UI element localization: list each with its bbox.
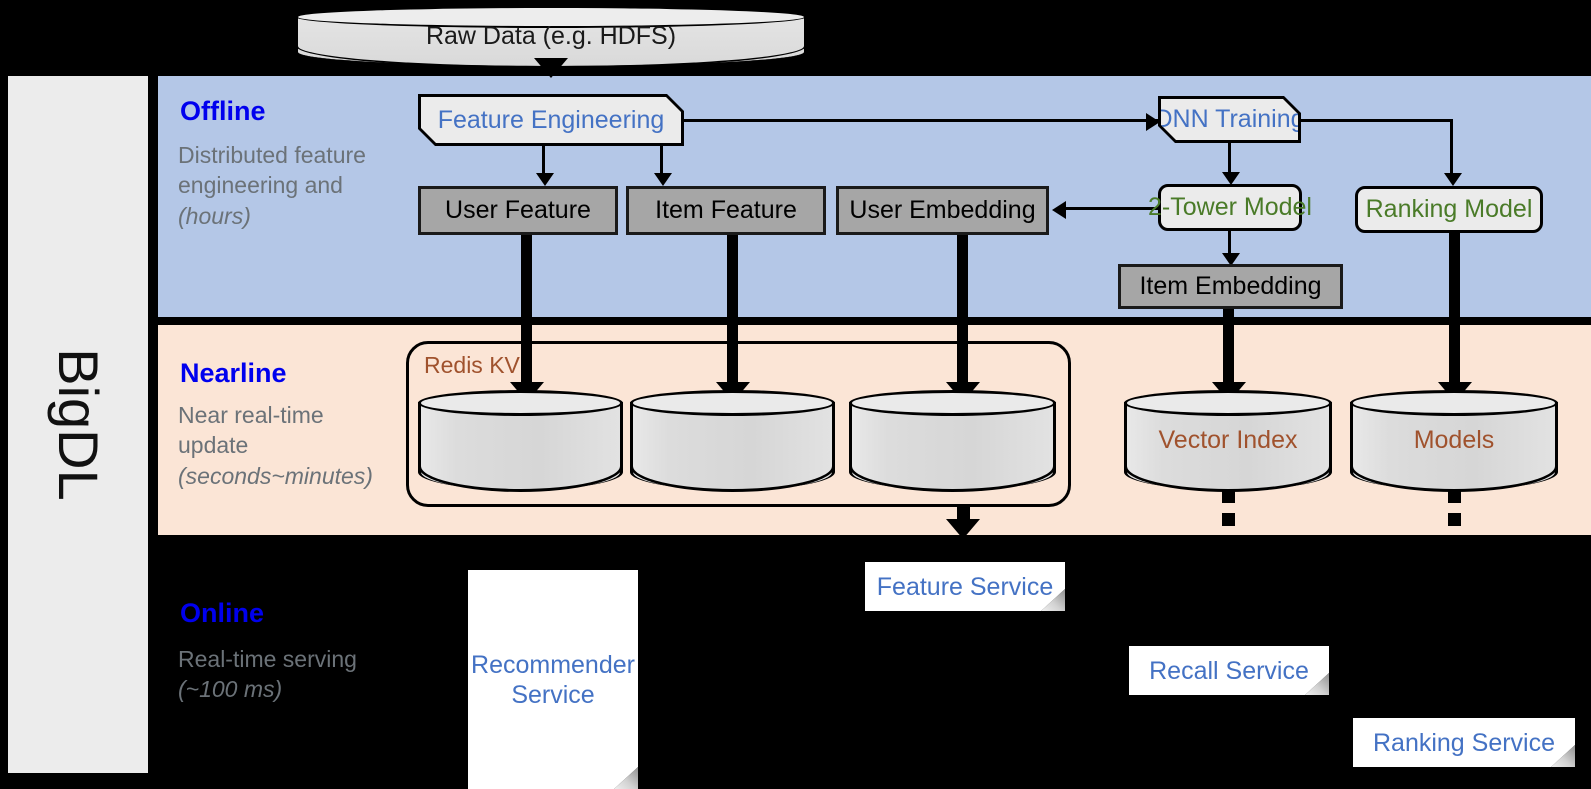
offline-subtitle-text: Distributed feature engineering and xyxy=(178,142,366,199)
redis-store-1[interactable] xyxy=(418,390,623,492)
redis-store-3-label xyxy=(849,390,1056,490)
ranking-service-box[interactable]: Ranking Service xyxy=(1353,718,1575,767)
raw-data-label: Raw Data (e.g. HDFS) xyxy=(425,21,677,50)
ranking-service-label: Ranking Service xyxy=(1372,728,1556,757)
redis-kv-group xyxy=(406,341,1071,507)
connector-stub-models-a xyxy=(1448,490,1461,503)
online-title: Online xyxy=(180,598,265,628)
connector-dnn-twotower xyxy=(1228,143,1231,178)
document-page xyxy=(1129,646,1329,695)
redis-kv-label: Redis KV xyxy=(424,352,520,378)
vector-index-cylinder[interactable]: Vector Index xyxy=(1124,390,1332,492)
arrowhead-redis-featureservice xyxy=(946,519,980,539)
online-subtitle-text: Real-time serving xyxy=(178,646,357,672)
bigdl-label: BigDL xyxy=(46,348,110,501)
bigdl-sidebar: BigDL xyxy=(8,76,148,773)
document-page xyxy=(1353,718,1575,767)
redis-store-2-label xyxy=(630,390,835,490)
connector-userembedding-store3 xyxy=(957,235,968,390)
arrowhead-dnn-twotower xyxy=(1222,172,1240,185)
nearline-title: Nearline xyxy=(180,358,287,388)
connector-stub-vectorindex-a xyxy=(1222,490,1235,503)
nearline-subtitle: Near real-time update (seconds~minutes) xyxy=(178,400,393,491)
feature-engineering-box[interactable]: Feature Engineering xyxy=(418,94,684,146)
document-page xyxy=(468,570,638,789)
arrowhead-fe-itemfeature xyxy=(654,173,672,186)
arrowhead-twotower-itemembedding xyxy=(1222,253,1240,266)
connector-fe-dnn xyxy=(684,119,1159,122)
arrowhead-rawdata-fe xyxy=(534,58,568,78)
item-feature-box[interactable]: Item Feature xyxy=(626,186,826,235)
item-embedding-box[interactable]: Item Embedding xyxy=(1118,264,1343,309)
cylinder-top xyxy=(1350,390,1558,416)
document-page xyxy=(865,562,1065,611)
redis-store-1-label xyxy=(418,390,623,490)
cylinder-top xyxy=(418,390,623,416)
offline-title: Offline xyxy=(180,96,266,126)
dnn-training-box[interactable]: DNN Training xyxy=(1158,96,1301,143)
user-feature-box[interactable]: User Feature xyxy=(418,186,618,235)
online-subtitle-em: (~100 ms) xyxy=(178,676,283,703)
connector-dnn-ranking-v xyxy=(1450,119,1453,179)
item-embedding-label: Item Embedding xyxy=(1139,272,1322,300)
user-feature-label: User Feature xyxy=(445,196,591,224)
redis-store-2[interactable] xyxy=(630,390,835,492)
connector-fe-userfeature xyxy=(542,146,545,178)
cylinder-top xyxy=(296,6,806,28)
online-subtitle: Real-time serving (~100 ms) xyxy=(178,644,393,705)
two-tower-model-box[interactable]: 2-Tower Model xyxy=(1148,184,1312,231)
vector-index-label: Vector Index xyxy=(1158,425,1298,454)
connector-twotower-itemembedding xyxy=(1228,231,1231,259)
offline-subtitle-em: (hours) xyxy=(178,202,251,229)
models-label: Models xyxy=(1413,425,1495,454)
connector-userfeature-store1 xyxy=(521,235,532,390)
connector-fe-itemfeature xyxy=(660,146,663,178)
nearline-subtitle-em: (seconds~minutes) xyxy=(178,462,373,489)
recall-service-label: Recall Service xyxy=(1149,656,1309,685)
raw-data-cylinder: Raw Data (e.g. HDFS) xyxy=(296,6,806,68)
dnn-training-label: DNN Training xyxy=(1161,99,1298,140)
connector-itemembedding-vectorindex xyxy=(1223,309,1234,390)
arrowhead-twotower-userembedding xyxy=(1052,201,1066,219)
ranking-model-label: Ranking Model xyxy=(1365,195,1533,223)
arrowhead-fe-userfeature xyxy=(536,173,554,186)
user-embedding-box[interactable]: User Embedding xyxy=(836,186,1049,235)
connector-itemfeature-store2 xyxy=(727,235,738,390)
connector-stub-featureservice xyxy=(957,506,970,519)
arrowhead-dnn-ranking xyxy=(1444,173,1462,186)
recall-service-box[interactable]: Recall Service xyxy=(1129,646,1329,695)
two-tower-model-label: 2-Tower Model xyxy=(1148,193,1312,221)
connector-twotower-userembedding xyxy=(1063,207,1161,210)
connector-stub-vectorindex-b xyxy=(1222,513,1235,526)
cylinder-top xyxy=(630,390,835,416)
redis-store-3[interactable] xyxy=(849,390,1056,492)
recommender-service-box[interactable]: Recommender Service xyxy=(468,570,638,789)
item-feature-label: Item Feature xyxy=(655,196,797,224)
connector-stub-models-b xyxy=(1448,513,1461,526)
recommender-service-label: Recommender Service xyxy=(471,650,635,709)
cylinder-top xyxy=(1124,390,1332,416)
offline-subtitle: Distributed feature engineering and (hou… xyxy=(178,140,393,231)
connector-dnn-ranking-h xyxy=(1298,119,1453,122)
arrowhead-fe-dnn xyxy=(1146,113,1160,131)
feature-service-label: Feature Service xyxy=(876,572,1054,601)
feature-engineering-label: Feature Engineering xyxy=(421,97,681,143)
connector-rankingmodel-models xyxy=(1449,233,1460,390)
feature-service-box[interactable]: Feature Service xyxy=(865,562,1065,611)
cylinder-top xyxy=(849,390,1056,416)
models-cylinder[interactable]: Models xyxy=(1350,390,1558,492)
user-embedding-label: User Embedding xyxy=(849,196,1036,224)
ranking-model-box[interactable]: Ranking Model xyxy=(1355,186,1543,233)
nearline-subtitle-text: Near real-time update xyxy=(178,402,324,459)
